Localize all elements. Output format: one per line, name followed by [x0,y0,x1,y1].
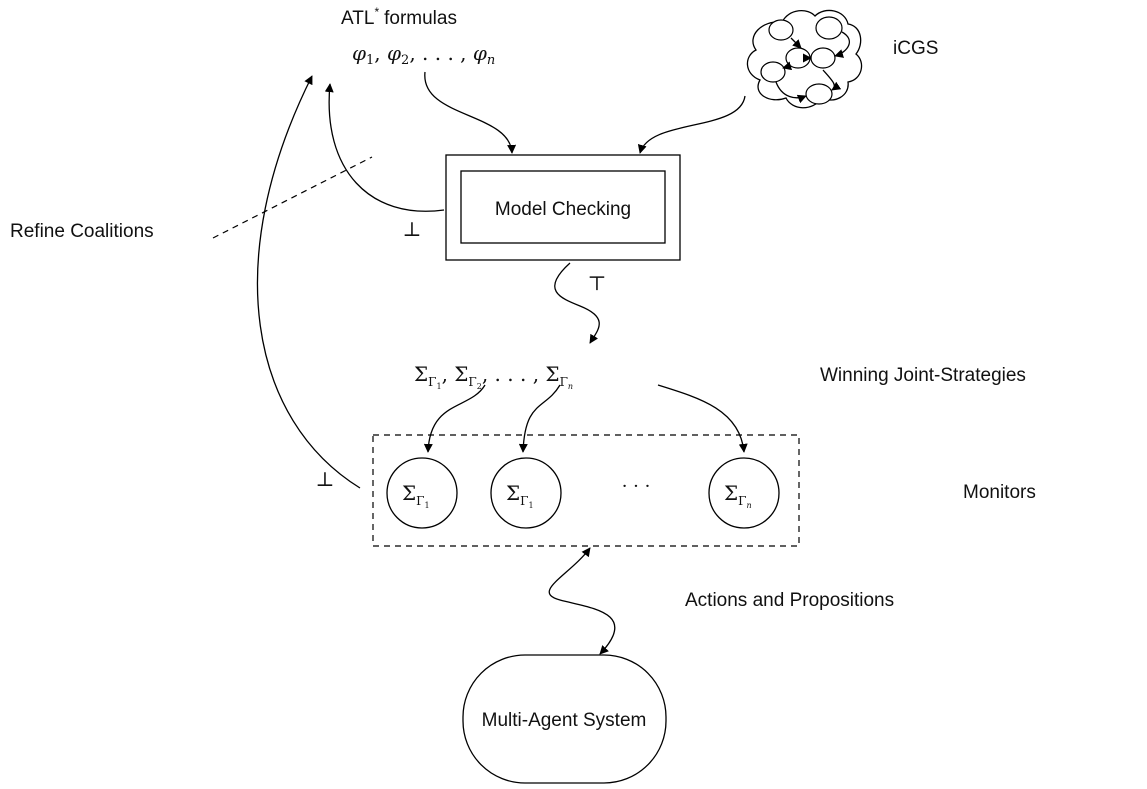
mc-to-strategies-edge [554,262,600,344]
mc-refine-edge [324,83,445,212]
icgs-label: iCGS [893,38,938,59]
model-checking-label: Model Checking [495,199,631,220]
icgs-cloud [746,9,863,109]
multi-agent-system-node [462,654,667,784]
monitors-refine-edge [256,75,361,489]
icgs-to-mc-edge [637,95,746,154]
monitors-mas-edge [548,547,616,655]
refine-coalitions-label: Refine Coalitions [10,221,154,242]
strategies-list: ΣΓ1, ΣΓ2, . . . , ΣΓn [414,362,573,391]
mc-bottom-symbol: ⊥ [403,217,422,241]
strategy2-to-monitor2-edge [518,384,561,453]
strategyn-to-monitorn-edge [657,384,748,453]
strategy1-to-monitor1-edge [423,384,486,453]
monitor-1: ΣΓ1 [386,457,458,529]
winning-strategies-label: Winning Joint-Strategies [820,365,1026,386]
atl-formulas-label: ATL*formulas [341,5,457,29]
actions-propositions-label: Actions and Propositions [685,590,894,611]
monitors-group [372,434,800,547]
monitors-label: Monitors [963,482,1036,503]
monitor-n: ΣΓn [708,457,780,529]
refine-dashed-pointer [212,156,373,239]
formulas-list: φ1, φ2, . . . , φn [352,41,495,68]
mc-top-symbol: ⊤ [588,271,607,295]
monitor-2: ΣΓ1 [490,457,562,529]
multi-agent-system-label: Multi-Agent System [482,710,647,731]
formulas-to-mc-edge [424,71,517,154]
monitor-ellipsis: · · · [622,476,651,497]
monitors-bottom-symbol: ⊥ [316,467,335,491]
model-checking-box [445,154,681,261]
